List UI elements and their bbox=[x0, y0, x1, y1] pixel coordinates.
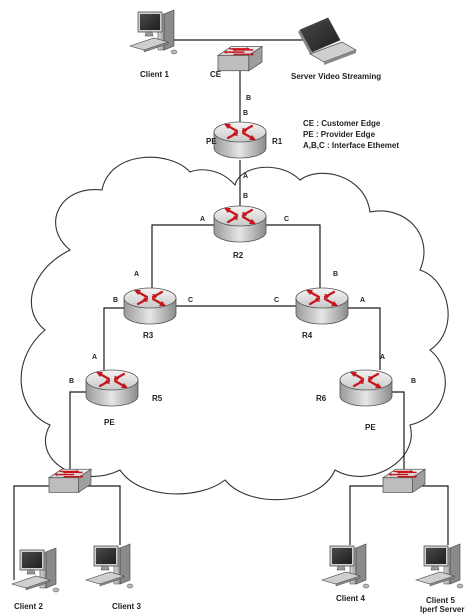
interface-label-ce-b: B bbox=[246, 95, 251, 102]
router-r4-icon bbox=[294, 286, 350, 326]
interface-label-r2-b: B bbox=[243, 193, 248, 200]
interface-label-r5-b: B bbox=[69, 378, 74, 385]
router-r6-icon bbox=[338, 368, 394, 408]
legend-line-pe: PE : Provider Edge bbox=[303, 130, 376, 139]
iperf-server-label: Iperf Server bbox=[420, 605, 464, 614]
router-r3-icon bbox=[122, 286, 178, 326]
interface-label-r3-b: B bbox=[113, 297, 118, 304]
legend-line-interfaces: A,B,C : Interface Ethemet bbox=[303, 141, 399, 150]
pe-left-label: PE bbox=[104, 418, 115, 427]
interface-label-r6-a: A bbox=[380, 354, 385, 361]
router-r1-label: R1 bbox=[272, 137, 283, 146]
router-r5-icon bbox=[84, 368, 140, 408]
pe-right-label: PE bbox=[365, 423, 376, 432]
ce-label: CE bbox=[210, 70, 222, 79]
router-r2-label: R2 bbox=[233, 251, 244, 260]
router-r4-label: R4 bbox=[302, 331, 313, 340]
client-1-label: Client 1 bbox=[140, 70, 169, 79]
client-4-pc-icon bbox=[321, 543, 370, 589]
router-r5-label: R5 bbox=[152, 394, 163, 403]
router-r6-label: R6 bbox=[316, 394, 327, 403]
client-4-label: Client 4 bbox=[336, 594, 365, 603]
client-5-pc-icon bbox=[415, 543, 464, 589]
ce-switch-icon bbox=[217, 45, 263, 72]
interface-label-r3-a: A bbox=[134, 271, 139, 278]
interface-label-r2-c: C bbox=[284, 216, 289, 223]
client-1-pc-icon bbox=[129, 9, 178, 55]
right-access-switch-icon bbox=[382, 468, 426, 494]
left-access-switch-icon bbox=[48, 468, 92, 494]
server-video-streaming-label: Server Video Streaming bbox=[291, 72, 381, 81]
interface-label-r1-b: B bbox=[243, 110, 248, 117]
links bbox=[13, 39, 449, 580]
interface-label-r3-c: C bbox=[188, 297, 193, 304]
client-2-pc-icon bbox=[11, 547, 60, 593]
client-3-pc-icon bbox=[85, 543, 134, 589]
interface-label-r4-c: C bbox=[274, 297, 279, 304]
legend-line-ce: CE : Customer Edge bbox=[303, 119, 381, 128]
interface-label-r4-a: A bbox=[360, 297, 365, 304]
router-r1-icon bbox=[212, 120, 268, 160]
router-r2-icon bbox=[212, 204, 268, 244]
client-3-label: Client 3 bbox=[112, 602, 141, 611]
interface-label-r5-a: A bbox=[92, 354, 97, 361]
server-laptop-icon bbox=[298, 17, 357, 65]
client-2-label: Client 2 bbox=[14, 602, 43, 611]
client-5-label: Client 5 bbox=[426, 596, 455, 605]
interface-label-r1-a: A bbox=[243, 173, 248, 180]
interface-label-r6-b: B bbox=[411, 378, 416, 385]
pe-top-label: PE bbox=[206, 137, 217, 146]
provider-cloud bbox=[20, 156, 449, 501]
legend: CE : Customer Edge PE : Provider Edge A,… bbox=[303, 119, 399, 150]
interface-label-r2-a: A bbox=[200, 216, 205, 223]
router-r3-label: R3 bbox=[143, 331, 154, 340]
interface-label-r4-b: B bbox=[333, 271, 338, 278]
